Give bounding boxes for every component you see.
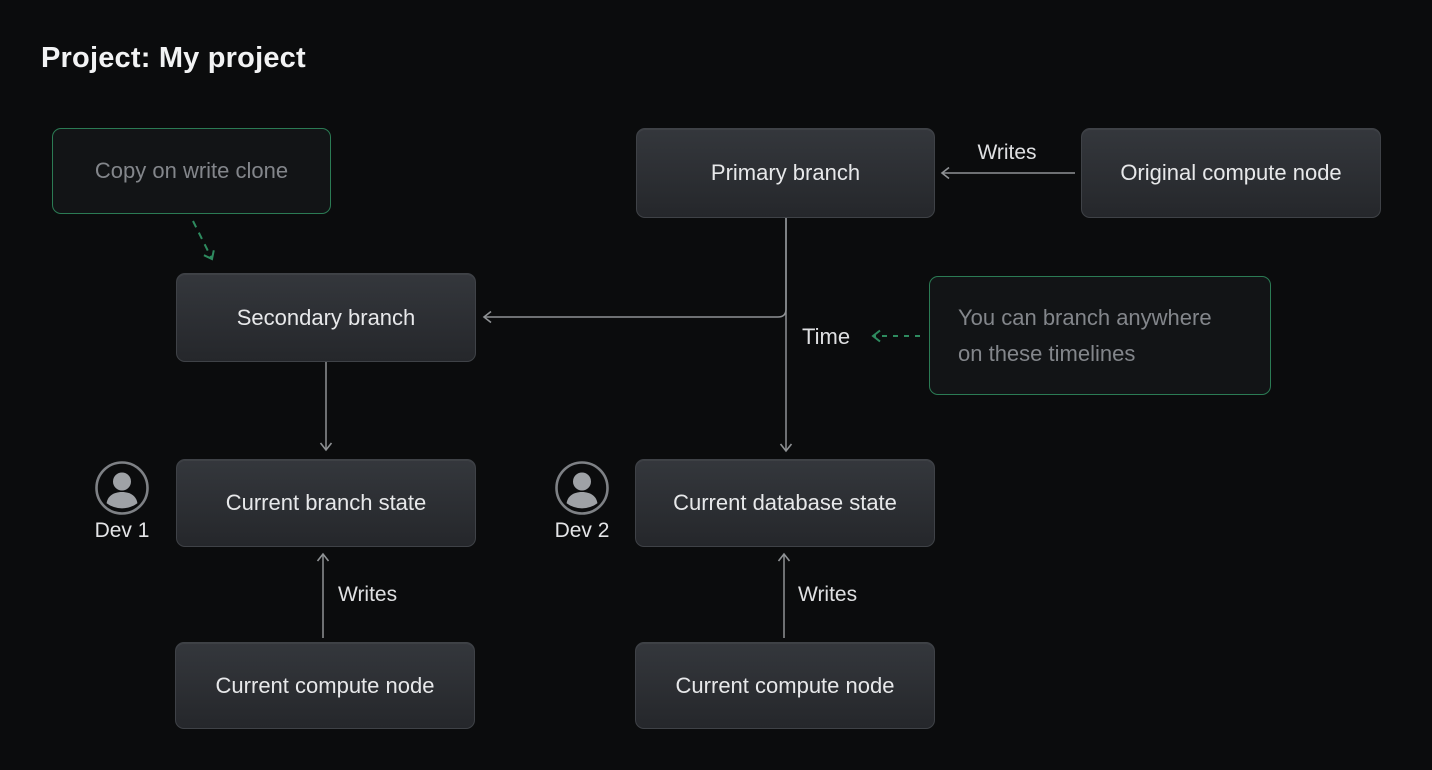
note-branch-anywhere: You can branch anywhere on these timelin… [929,276,1271,395]
edge-label-writes-top: Writes [977,141,1037,164]
edge-label-time: Time [802,324,851,349]
node-secondary-branch: Secondary branch [176,273,476,362]
node-primary-branch-label: Primary branch [710,160,861,185]
node-secondary-branch-label: Secondary branch [236,304,416,330]
node-original-compute-node: Original compute node [1081,128,1381,218]
node-current-branch-state-label: Current branch state [225,490,427,515]
edge-label-writes-right: Writes [798,583,858,606]
node-current-database-state-label: Current database state [673,490,897,515]
user-avatar-icon [95,461,149,515]
dev2-label: Dev 2 [554,519,610,542]
note-branch-anywhere-label: You can branch anywhere on these timelin… [958,304,1212,366]
note-copy-on-write-clone: Copy on write clone [52,128,331,214]
node-current-compute-node-left: Current compute node [175,642,475,729]
dev1-label: Dev 1 [94,519,150,542]
node-original-compute-node-label: Original compute node [1120,160,1342,185]
node-current-compute-node-left-label: Current compute node [215,672,435,698]
edge-label-writes-left: Writes [338,583,398,606]
user-avatar-icon [555,461,609,515]
page-title: Project: My project [41,42,306,74]
node-current-database-state: Current database state [635,459,935,547]
arrow-timeline-branch [482,216,787,324]
node-primary-branch: Primary branch [636,128,935,218]
arrow-clone-dashed [192,220,215,261]
node-current-compute-node-right: Current compute node [635,642,935,729]
node-current-branch-state: Current branch state [176,459,476,547]
note-copy-on-write-clone-label: Copy on write clone [94,158,289,183]
node-current-compute-node-right-label: Current compute node [675,672,895,698]
